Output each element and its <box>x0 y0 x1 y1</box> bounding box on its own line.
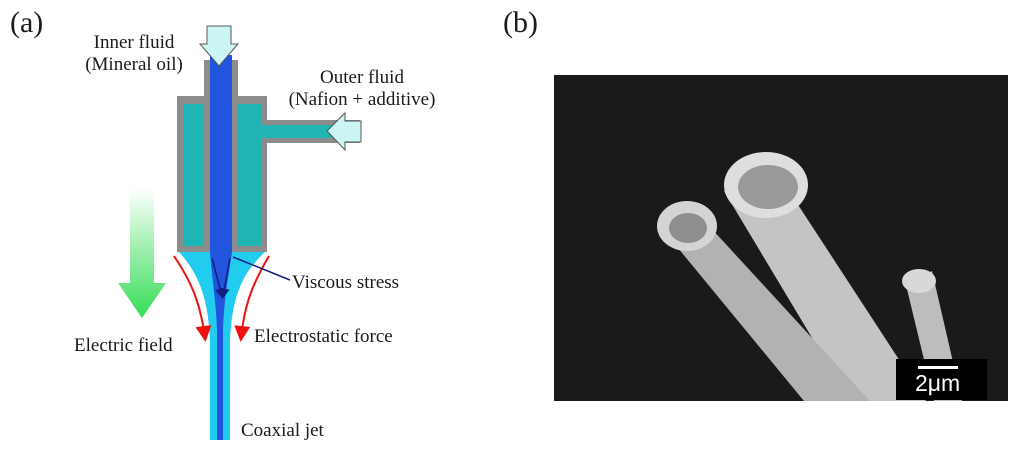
inner-needle-wall-right <box>232 60 238 252</box>
scale-bar-line <box>918 366 958 369</box>
viscous-stress-label: Viscous stress <box>292 272 400 293</box>
electric-field-label: Electric field <box>74 335 173 356</box>
viscous-stress-leader <box>232 256 291 281</box>
electrostatic-force-label: Electrostatic force <box>254 326 393 347</box>
scale-bar: 2μm <box>896 359 987 400</box>
outer-fluid-line1: Outer fluid <box>320 67 404 88</box>
inner-fluid-line1: Inner fluid <box>93 32 175 53</box>
panel-a-label: (a) <box>10 6 44 39</box>
electrostatic-force-arrow-left <box>173 255 212 342</box>
outer-fluid-line2: (Nafion + additive) <box>288 89 436 110</box>
outer-fluid-label: Outer fluid (Nafion + additive) <box>272 67 452 111</box>
electrostatic-force-arrow-right <box>234 255 270 342</box>
inner-needle-wall-left <box>204 60 210 252</box>
inner-fluid-stream <box>210 55 232 440</box>
electric-field-arrow <box>118 188 166 318</box>
panel-b-label: (b) <box>503 6 538 39</box>
outer-fluid-arrow <box>326 111 362 152</box>
inner-fluid-label: Inner fluid (Mineral oil) <box>80 32 188 76</box>
inner-fluid-arrow <box>198 25 240 67</box>
scale-bar-label: 2μm <box>915 370 961 396</box>
sem-image <box>554 75 1008 401</box>
viscous-stress-arrow-2 <box>219 257 231 299</box>
inner-fluid-line2: (Mineral oil) <box>85 54 183 75</box>
coaxial-jet-label: Coaxial jet <box>241 420 324 441</box>
